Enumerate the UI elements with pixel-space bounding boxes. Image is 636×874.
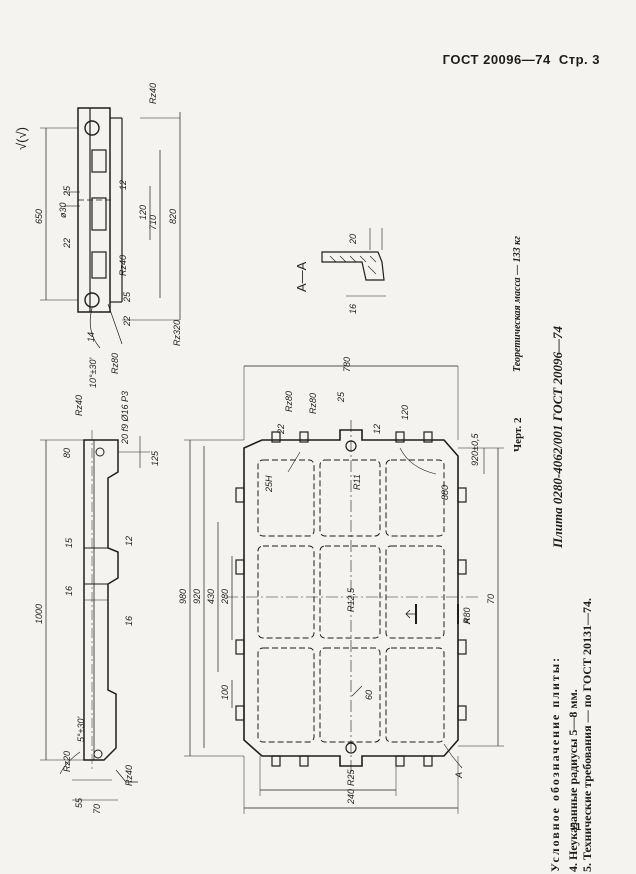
plan-view-dim-label: 100 <box>220 685 230 700</box>
plan-view-dim-label: R12,5 <box>346 587 356 612</box>
side-view-dim-label: Rz40 <box>148 83 158 104</box>
front-view-dim-label: 20 f9 Ø16 P3 <box>120 391 130 445</box>
side-view-dim-label: 10°±30' <box>88 357 98 388</box>
plan-view-dim-label: 25H <box>264 475 274 493</box>
plan-view-dim-label: 920 <box>192 589 202 604</box>
side-view-dim-label: 820 <box>168 209 178 224</box>
side-view <box>40 107 181 349</box>
side-view-dim-label: Rz320 <box>172 320 182 346</box>
side-view-dim-label: 22 <box>122 316 132 327</box>
side-view-dim-label: 12 <box>118 180 128 190</box>
plan-view-dim-label: 60 <box>364 690 374 700</box>
plan-view-dim-label: 12 <box>372 424 382 434</box>
plan-view <box>184 365 504 814</box>
plan-view-dim-label: 70 <box>486 594 496 604</box>
figure-caption: Черт. 2 <box>512 417 524 452</box>
page-number: 51 <box>570 822 582 833</box>
section-a-a-title: А—А <box>294 261 309 292</box>
side-view-dim-label: 710 <box>148 215 158 230</box>
page-label: Стр. 3 <box>558 52 600 67</box>
side-view-dim-label: 14 <box>86 332 96 342</box>
front-view-dim-label: 80 <box>62 448 72 458</box>
notes-title: Условное обозначение плиты: <box>548 655 562 872</box>
standard-number: ГОСТ 20096—74 <box>442 52 551 67</box>
front-view-dim-label: 125 <box>150 450 160 466</box>
front-view-dim-label: 1000 <box>34 604 44 624</box>
front-view-dim-label: 12 <box>124 536 134 546</box>
plan-view-dim-label: A <box>454 772 464 779</box>
front-view-dim-label: Rz40 <box>74 395 84 416</box>
side-view-dim-label: 22 <box>62 238 72 249</box>
side-view-dim-label: Rz80 <box>110 353 120 374</box>
plan-view-dim-label: 920±0,5 <box>470 433 480 466</box>
mass-caption: Теоретическая масса — 133 кг <box>512 236 523 372</box>
roughness-symbol: √(√) <box>14 127 29 150</box>
plan-view-dim-label: 280 <box>220 589 230 605</box>
side-view-dim-label: 25 <box>62 185 72 197</box>
front-view-dim-label: 5°±30' <box>76 716 86 742</box>
front-view-dim-label: 55 <box>74 797 84 808</box>
side-view-dim-label: 25 <box>122 291 132 303</box>
plan-view-dim-label: Rz80 <box>308 393 318 414</box>
plan-view-dim-label: A <box>462 618 472 625</box>
plan-view-dim-label: R25 <box>346 768 356 786</box>
plan-view-dim-label: 22 <box>276 424 286 435</box>
plan-view-dim-label: 25 <box>336 391 346 403</box>
front-view-dim-label: 16 <box>64 586 74 596</box>
front-view-dim-label: Rz40 <box>124 765 134 786</box>
plan-view-dim-label: R80 <box>462 607 472 624</box>
plan-view-dim-label: 780 <box>342 357 352 372</box>
section-dim-20: 20 <box>348 234 358 245</box>
side-view-dim-label: 120 <box>138 205 148 220</box>
front-view <box>40 430 150 801</box>
plan-view-dimensions: 980 920 430 280 100 780 22 12 120 Rz80 Rz80 25 25H R1… <box>178 357 496 805</box>
side-view-dim-label: Rz40 <box>118 255 128 276</box>
plan-view-dim-label: 240 <box>346 789 356 805</box>
note-item-5: 5. Технические требования — по ГОСТ 2013… <box>580 598 594 872</box>
side-view-dim-label: ø30 <box>58 202 68 218</box>
front-view-dim-label: Rz20 <box>62 751 72 772</box>
page-header: ГОСТ 20096—74 Стр. 3 <box>439 52 600 67</box>
plan-view-dim-label: 120 <box>400 405 410 420</box>
plan-view-dim-label: 980 <box>178 589 188 604</box>
section-dim-16: 16 <box>348 304 358 314</box>
plan-view-dim-label: R11 <box>352 474 362 490</box>
section-a-a-view <box>321 228 386 297</box>
front-view-dim-label: 15 <box>64 537 74 548</box>
front-view-dim-label: 16 <box>124 616 134 626</box>
front-view-dim-label: 70 <box>92 804 102 814</box>
plan-view-dim-label: 430 <box>206 589 216 604</box>
note-item-4: 4. Неуказанные радиусы 5—8 мм. <box>566 689 580 872</box>
plan-view-dim-label: 880 <box>440 485 450 500</box>
plate-designation: Плита 0280-4062/001 ГОСТ 20096—74 <box>550 326 565 548</box>
plan-view-dim-label: Rz80 <box>284 391 294 412</box>
side-view-dim-label: 650 <box>34 209 44 224</box>
